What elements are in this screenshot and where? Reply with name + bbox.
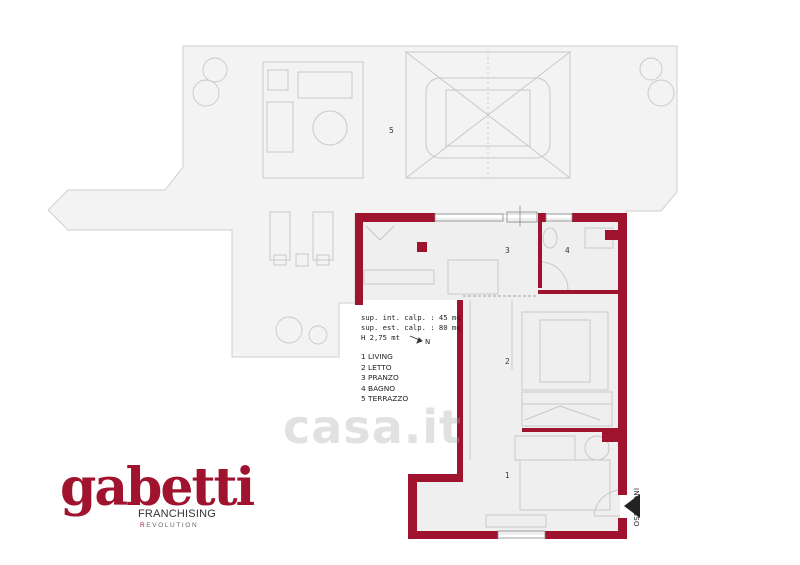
legend-item: 1 LIVING <box>361 352 393 361</box>
watermark: casa.it <box>283 400 462 454</box>
dining-pergola <box>405 51 571 179</box>
terrace-outline <box>47 45 678 358</box>
interior-floor <box>360 218 620 535</box>
lounge-furniture <box>262 61 364 179</box>
windows <box>434 206 573 539</box>
legend-item: 4 BAGNO <box>361 383 396 393</box>
room-number-pranzo: 3 <box>505 246 510 255</box>
north-label: N <box>425 338 431 346</box>
sun-loungers <box>269 211 334 267</box>
gabetti-logo: gabetti FRANCHISING REVOLUTION <box>60 457 255 530</box>
info-line-height: H 2,75 mt <box>361 333 400 342</box>
room-number-bagno: 4 <box>565 246 570 255</box>
legend-item: 5 TERRAZZO <box>361 394 409 404</box>
info-line-exterior: sup. est. calp. : 80 mq <box>361 323 461 332</box>
room-number-letto: 2 <box>505 357 510 366</box>
legend-item: 3 PRANZO <box>361 373 399 383</box>
entrance-arrow-icon <box>624 494 640 518</box>
logo-subtitle: FRANCHISING <box>138 508 216 520</box>
info-line-interior: sup. int. calp. : 45 mq <box>361 313 461 322</box>
north-arrow-icon <box>409 335 423 344</box>
legend-item: 2 LETTO <box>361 362 392 372</box>
room-number-living: 1 <box>505 471 510 480</box>
logo-tagline-rest: EVOLUTION <box>146 522 199 529</box>
room-number-terrazzo: 5 <box>389 126 394 135</box>
plants <box>192 57 675 345</box>
entrance-label: INGRESSO <box>632 488 640 527</box>
logo-tagline-accent: R <box>140 522 147 529</box>
logo-wordmark: gabetti <box>60 457 255 518</box>
logo-tagline: REVOLUTION <box>140 522 198 529</box>
surface-info: sup. int. calp. : 45 mq sup. est. calp. … <box>361 313 461 343</box>
walls <box>355 213 627 539</box>
room-legend: 1 LIVING 2 LETTO 3 PRANZO 4 BAGNO 5 TERR… <box>361 352 408 405</box>
